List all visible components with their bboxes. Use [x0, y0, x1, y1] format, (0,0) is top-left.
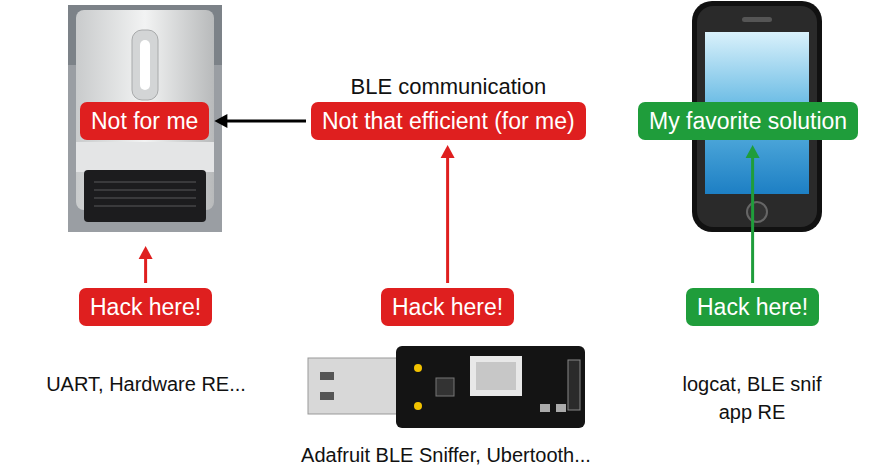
hack-here-box: Hack here! [381, 288, 514, 326]
arrow-connector [214, 114, 306, 128]
box-text: Hack here! [392, 294, 503, 320]
box-text: My favorite solution [649, 108, 847, 134]
arrow-connector [746, 145, 760, 283]
box-text: Not that efficient (for me) [322, 108, 575, 134]
coffee-machine-photo [68, 5, 222, 232]
arrow-connector [441, 145, 455, 283]
tool-label: Adafruit BLE Sniffer, Ubertooth... [301, 443, 591, 467]
hack-here-box: Hack here! [686, 288, 819, 326]
box-text: Hack here! [697, 294, 808, 320]
status-box: Not for me [80, 102, 209, 140]
tool-label: app RE [719, 400, 786, 424]
box-text: Not for me [91, 108, 198, 134]
status-box: BLE communicationNot that efficient (for… [311, 102, 586, 140]
tool-label: logcat, BLE snif [683, 372, 822, 396]
arrow-connector [139, 246, 153, 283]
hack-here-box: Hack here! [79, 288, 212, 326]
box-text: Hack here! [90, 294, 201, 320]
heading-text: BLE communication [351, 74, 547, 100]
ble-sniffer-dongle [308, 346, 585, 428]
tool-label: UART, Hardware RE... [46, 372, 246, 396]
status-box: My favorite solution [638, 102, 858, 140]
